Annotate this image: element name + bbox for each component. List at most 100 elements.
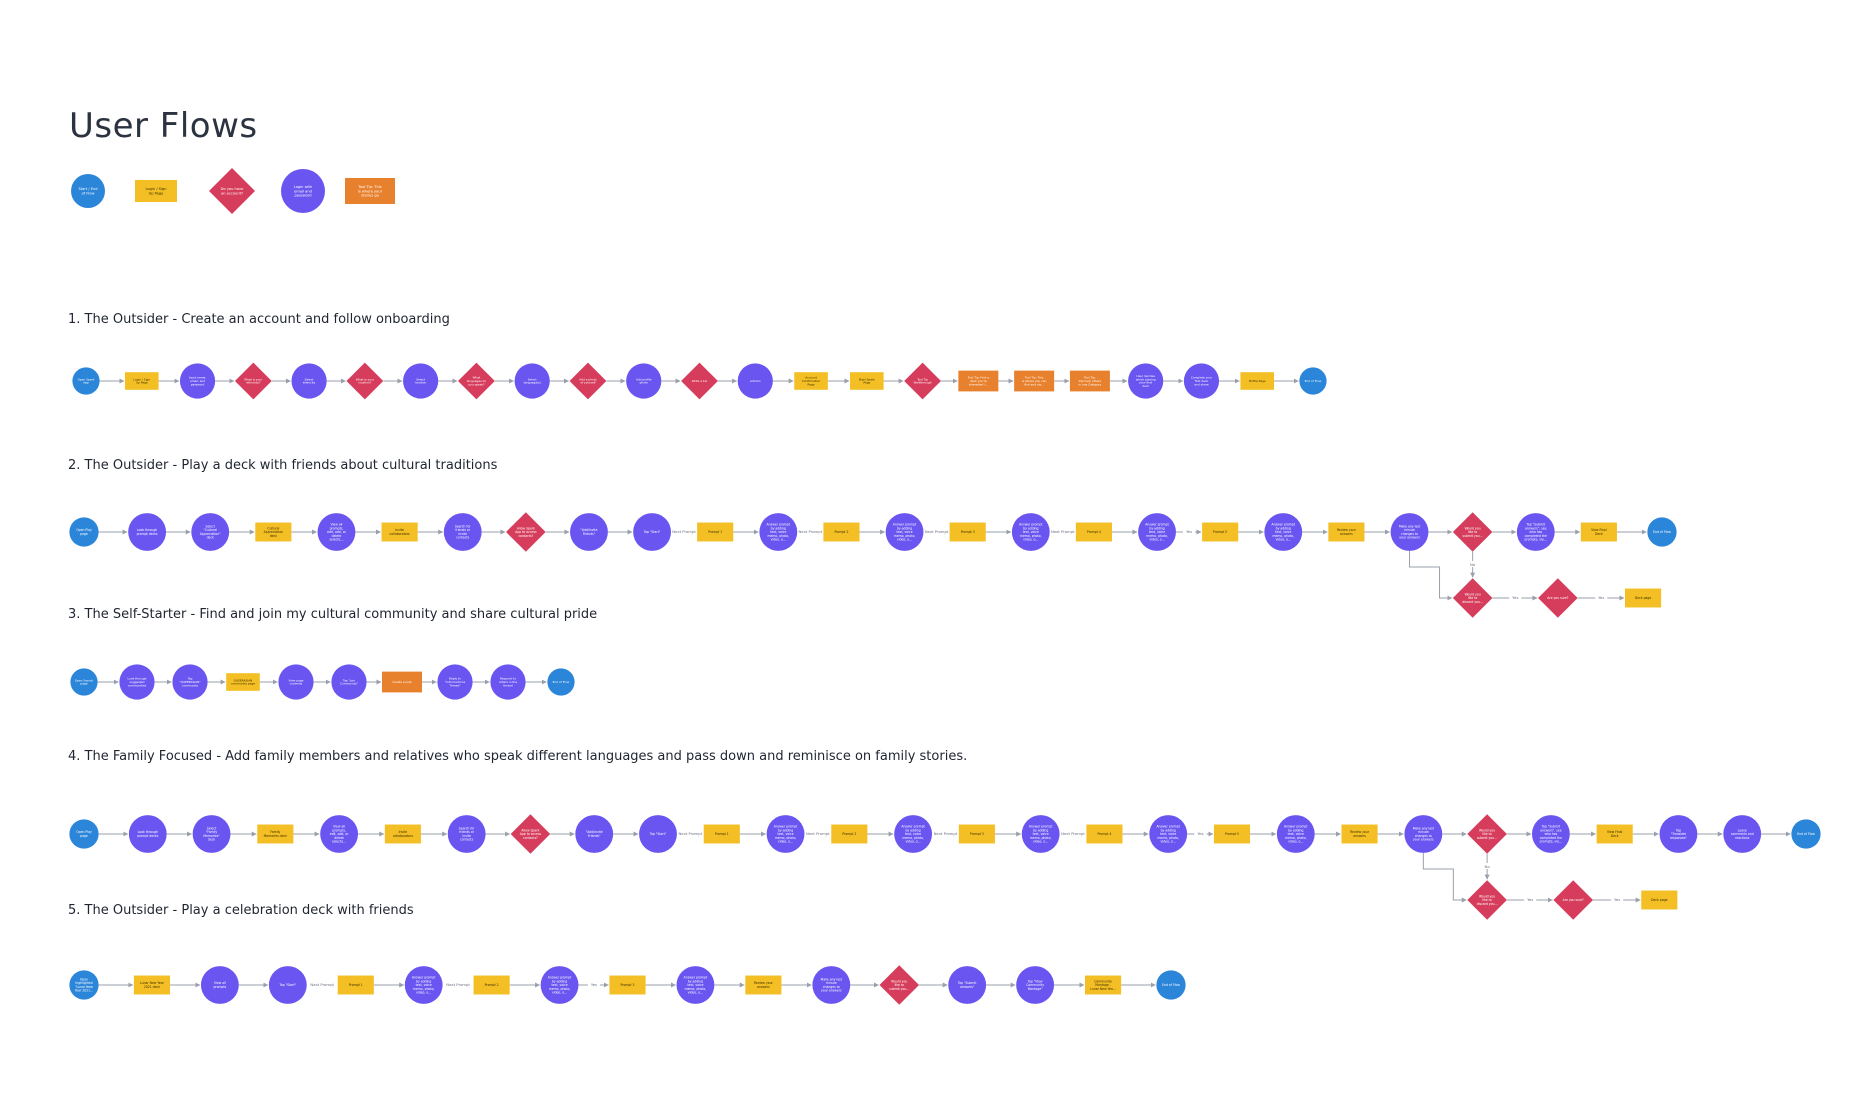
node-label: Deck page <box>1651 898 1668 902</box>
connector-label-bg <box>673 830 708 836</box>
connector-label-bg <box>1467 561 1478 567</box>
flow-5-page-prompt-3: Prompt 3 <box>609 975 646 995</box>
connector-label: Yes <box>1527 897 1533 902</box>
connector-arrow <box>1409 550 1453 601</box>
connector-label: Next Prompt <box>678 831 702 836</box>
flow-4-action-tap-start: Tap "Start" <box>639 815 677 853</box>
node-label: Prompt 3 <box>961 530 975 534</box>
node-label: Prompt 1 <box>708 530 722 534</box>
flow-1-page-profile-page: Profile Page <box>1240 372 1275 390</box>
flow-2-branch-page-deck-page: Deck page <box>1625 588 1662 608</box>
connector-label-bg <box>1482 863 1492 869</box>
connector-label: Next Prompt <box>806 831 830 836</box>
node-label: Write a bio <box>692 379 708 383</box>
connector-label-bg <box>1194 830 1207 836</box>
node-label: End of Flow <box>1653 530 1671 534</box>
node-label: Are you sure? <box>1547 596 1568 600</box>
connector-label-bg <box>587 981 601 987</box>
connector-label: Yes <box>1598 595 1604 600</box>
node-label: Tap"QUEERASIAN"community <box>179 677 201 688</box>
flow-4-page-prompt-2: Prompt 2 <box>831 824 868 844</box>
connector-label: Yes <box>1197 831 1203 836</box>
flow-2-page-prompt-3: Prompt 3 <box>949 522 986 542</box>
connector-label: No <box>1470 562 1476 567</box>
node-label: Prompt 3 <box>970 832 984 836</box>
node-label: Tap "Start" <box>279 983 297 987</box>
connector-label-bg <box>928 830 963 836</box>
node-label: Add bio <box>750 379 761 383</box>
node-label: Prompt 4 <box>1087 530 1101 534</box>
flow-2-action-tap-start: Tap "Start" <box>633 513 672 551</box>
connector-label: Next Prompt <box>672 529 696 534</box>
flow-2-terminal-end-of-flow: End of Flow <box>1647 517 1677 547</box>
node-label: Prompt 5 <box>1225 832 1239 836</box>
connector-label: Next Prompt <box>1061 831 1085 836</box>
node-label: Prompt 2 <box>842 832 856 836</box>
flow-3-title: 3. The Self-Starter - Find and join my c… <box>68 607 598 622</box>
flow-4-page-prompt-4: Prompt 4 <box>1086 824 1123 844</box>
flow-1-terminal-end-of-flow: End of Flow <box>1299 367 1327 395</box>
connector-label: Next Prompt <box>310 982 334 987</box>
flow-1-action-add-bio: Add bio <box>737 363 773 399</box>
flow-3-tip-create-a-post: Create a post <box>382 671 422 693</box>
flow-5-terminal-end-of-flow: End of Flow <box>1156 970 1186 1000</box>
connector-label: Yes <box>1186 529 1192 534</box>
